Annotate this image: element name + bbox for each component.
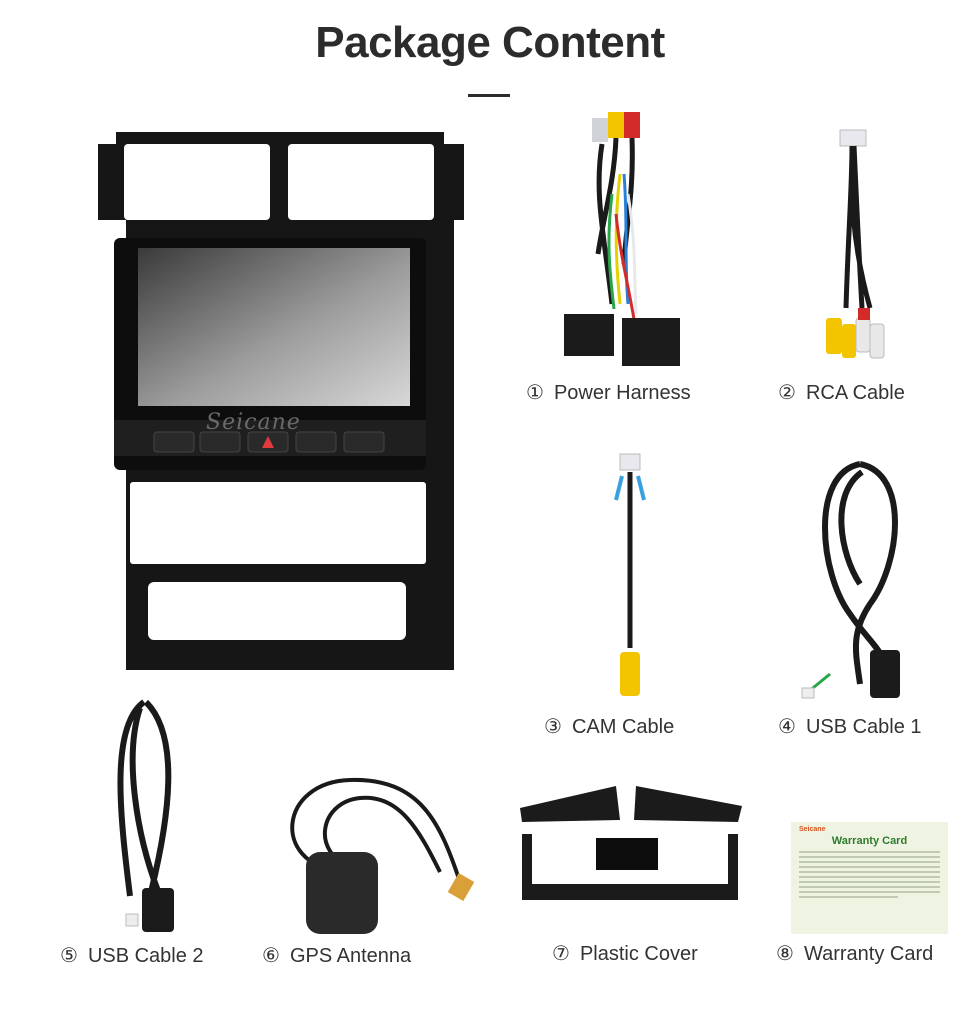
plastic-cover-icon [520, 786, 742, 900]
warranty-card-brand: Seicane [799, 826, 826, 833]
car-radio-unit [98, 132, 464, 670]
usb-cable-icon [801, 461, 900, 699]
usb-cable-icon [117, 699, 174, 932]
title-underline [468, 94, 510, 97]
warranty-card-title: Warranty Card [831, 835, 908, 847]
rca-cable-icon [826, 129, 885, 359]
page-title: Package Content [315, 18, 665, 67]
radio-brand-watermark: Seicane [206, 410, 301, 435]
cam-cable-icon [614, 453, 646, 696]
warranty-card-icon: Seicane Warranty Card [791, 822, 948, 934]
gps-antenna-icon [290, 777, 475, 934]
power-harness-icon [564, 112, 680, 366]
